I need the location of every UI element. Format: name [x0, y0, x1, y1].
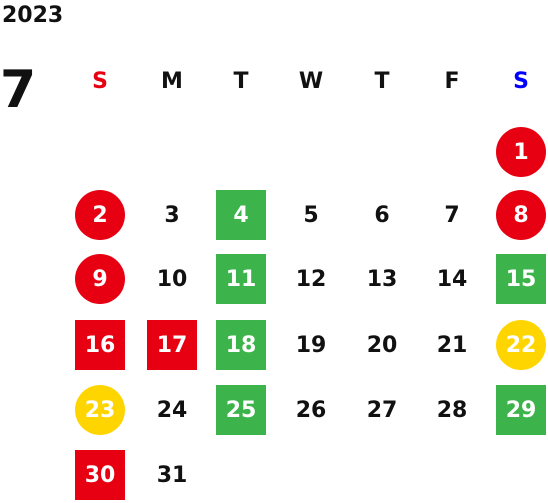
- day-cell-1[interactable]: 1: [496, 127, 546, 177]
- day-cell-28[interactable]: 28: [436, 397, 468, 423]
- day-cell-15[interactable]: 15: [496, 254, 546, 304]
- day-cell-31[interactable]: 31: [156, 462, 188, 488]
- day-cell-13[interactable]: 13: [366, 266, 398, 292]
- day-cell-5[interactable]: 5: [303, 202, 319, 228]
- weekday-header-saturday: S: [513, 69, 529, 94]
- day-cell-30[interactable]: 30: [75, 450, 125, 500]
- weekday-header-wednesday: W: [298, 69, 324, 94]
- weekday-header-sunday: S: [92, 69, 108, 94]
- day-cell-7[interactable]: 7: [444, 202, 460, 228]
- day-cell-20[interactable]: 20: [366, 332, 398, 358]
- day-cell-22[interactable]: 22: [496, 320, 546, 370]
- day-cell-10[interactable]: 10: [156, 266, 188, 292]
- weekday-header-tuesday: T: [233, 69, 249, 94]
- day-cell-23[interactable]: 23: [75, 385, 125, 435]
- calendar-year: 2023: [2, 3, 64, 28]
- day-cell-24[interactable]: 24: [156, 397, 188, 423]
- weekday-header-thursday: T: [374, 69, 390, 94]
- day-cell-19[interactable]: 19: [295, 332, 327, 358]
- calendar-month: 7: [0, 60, 37, 120]
- weekday-header-friday: F: [444, 69, 460, 94]
- day-cell-26[interactable]: 26: [295, 397, 327, 423]
- day-cell-16[interactable]: 16: [75, 320, 125, 370]
- day-cell-17[interactable]: 17: [147, 320, 197, 370]
- day-cell-29[interactable]: 29: [496, 385, 546, 435]
- day-cell-3[interactable]: 3: [164, 202, 180, 228]
- day-cell-11[interactable]: 11: [216, 254, 266, 304]
- day-cell-21[interactable]: 21: [436, 332, 468, 358]
- day-cell-27[interactable]: 27: [366, 397, 398, 423]
- day-cell-12[interactable]: 12: [295, 266, 327, 292]
- weekday-header-monday: M: [161, 69, 183, 94]
- day-cell-14[interactable]: 14: [436, 266, 468, 292]
- day-cell-18[interactable]: 18: [216, 320, 266, 370]
- day-cell-2[interactable]: 2: [75, 190, 125, 240]
- day-cell-25[interactable]: 25: [216, 385, 266, 435]
- day-cell-8[interactable]: 8: [496, 190, 546, 240]
- day-cell-4[interactable]: 4: [216, 190, 266, 240]
- day-cell-6[interactable]: 6: [374, 202, 390, 228]
- day-cell-9[interactable]: 9: [75, 254, 125, 304]
